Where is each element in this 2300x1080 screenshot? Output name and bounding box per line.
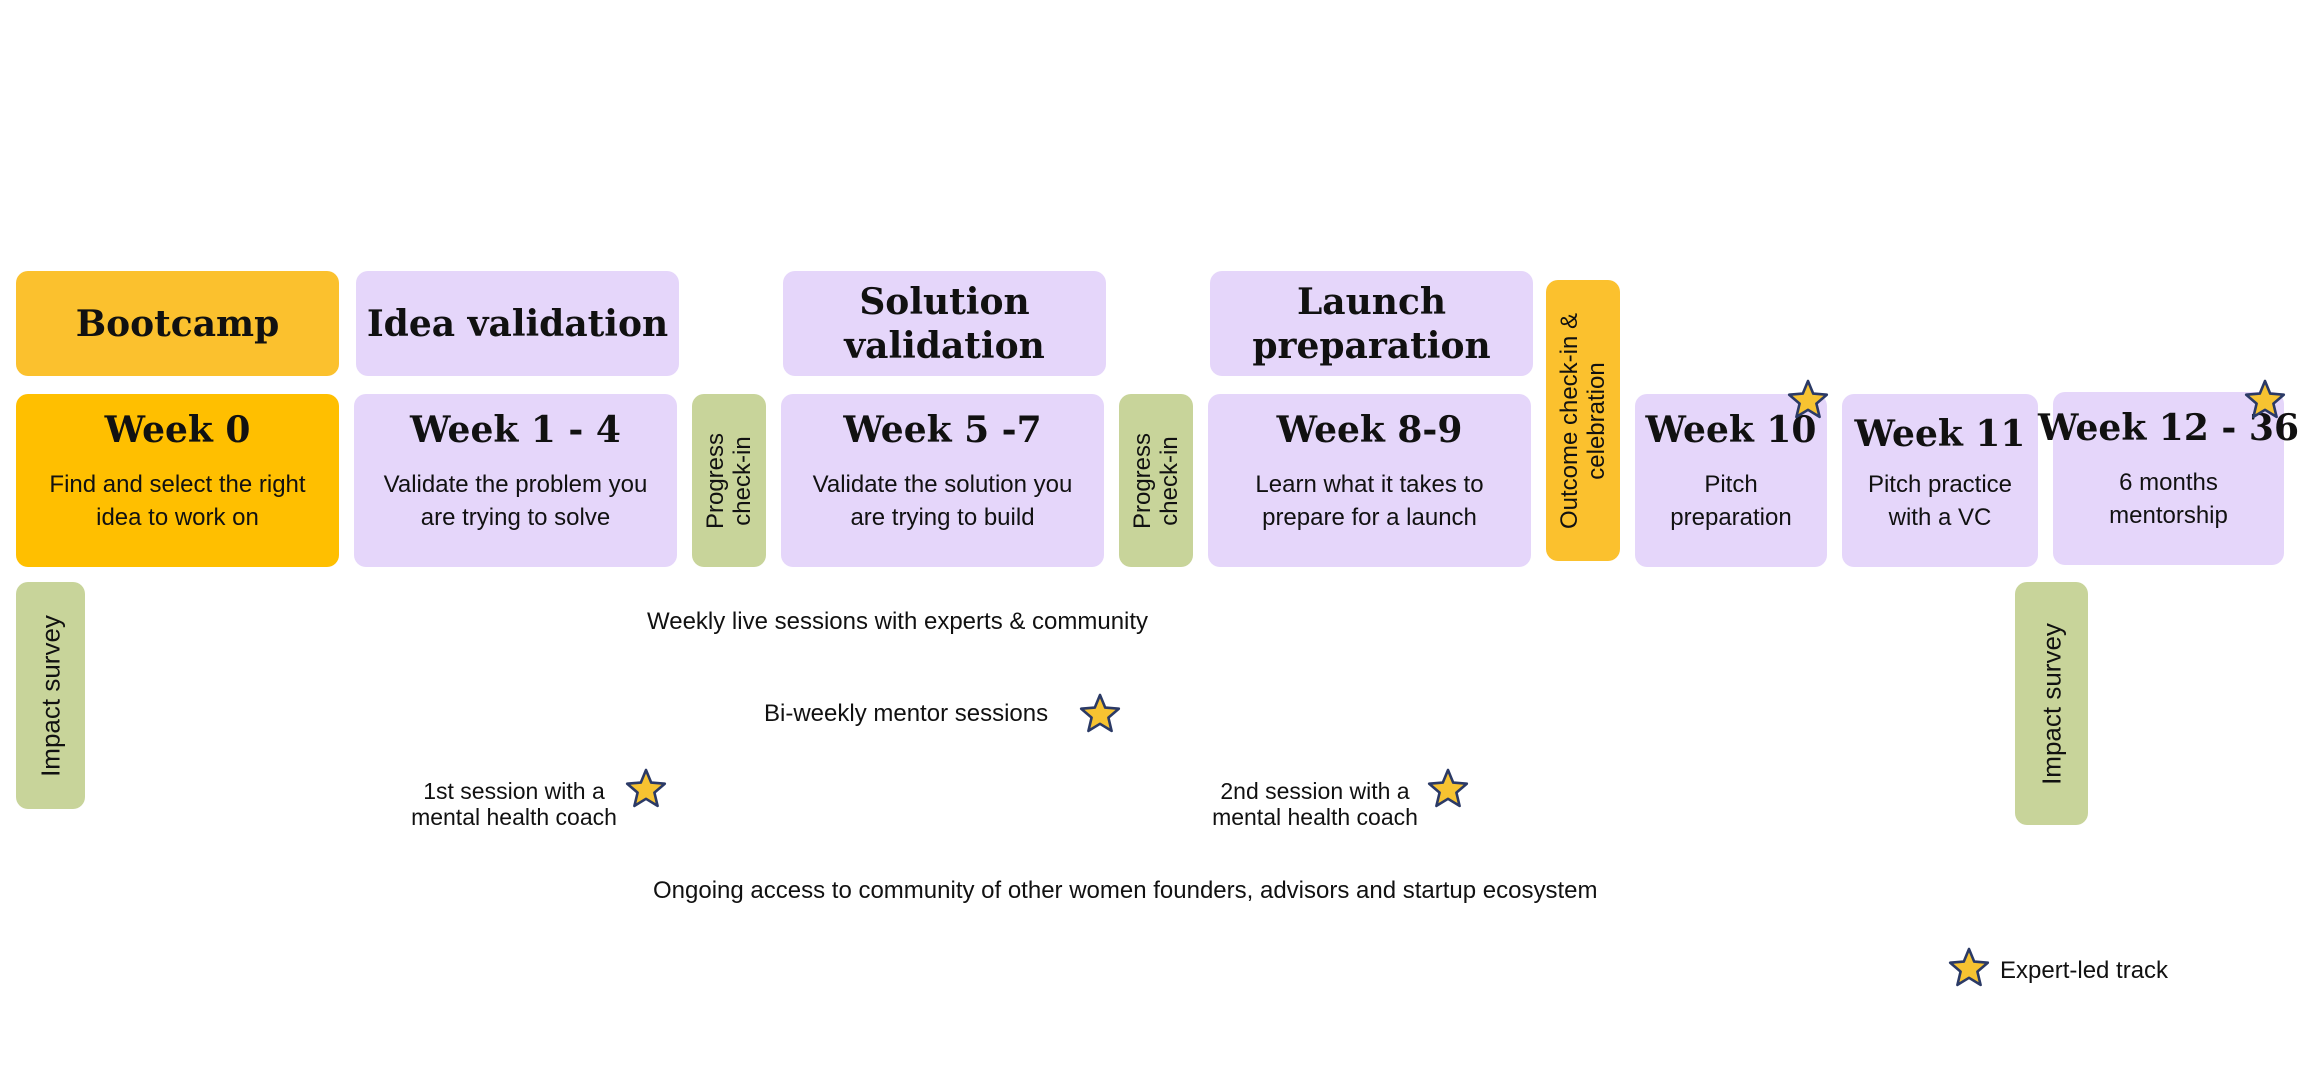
week-10-box: Week 10 Pitch preparation [1635,394,1827,567]
impact-survey-start-label: Impact survey [35,614,65,777]
phase-launch-preparation: Launch preparation [1210,271,1533,376]
week-title: Week 0 [104,409,251,451]
week-description: 6 months mentorship [2109,469,2228,529]
legend: Expert-led track [1948,947,2188,989]
star-icon [1787,379,1829,419]
coach-session-2-label: 2nd session with a mental health coach [1212,778,1418,830]
week-title: Week 10 [1645,409,1817,451]
phase-idea-validation: Idea validation [356,271,679,376]
star-icon [2244,379,2286,419]
week-title: Week 5 -7 [843,409,1042,451]
week-description: Find and select the right idea to work o… [49,471,306,531]
phase-outcome-checkin: Outcome check-in & celebration [1546,280,1620,561]
star-icon [1427,768,1469,808]
star-icon [625,768,667,808]
star-icon [1079,693,1121,733]
week-5-7-box: Week 5 -7 Validate the solution you are … [781,394,1104,567]
impact-survey-start: Impact survey [16,582,85,809]
impact-survey-end-label: Impact survey [2036,622,2066,785]
week-title: Week 1 - 4 [410,409,621,451]
biweekly-mentor-sessions-label: Bi-weekly mentor sessions [764,700,1049,727]
week-11-box: Week 11 Pitch practice with a VC [1842,394,2038,567]
week-8-9-box: Week 8-9 Learn what it takes to prepare … [1208,394,1531,567]
week-title: Week 11 [1854,413,2026,455]
week-title: Week 8-9 [1276,409,1463,451]
progress-checkin-2-label: Progress check-in [1129,432,1183,529]
star-icon [1948,947,1990,987]
week-description: Validate the problem you are trying to s… [383,471,648,531]
weekly-live-sessions-label: Weekly live sessions with experts & comm… [647,608,1149,635]
phase-bootcamp-title: Bootcamp [75,302,280,345]
progress-checkin-2: Progress check-in [1119,394,1193,567]
progress-checkin-1: Progress check-in [692,394,766,567]
phase-solution-validation-title: Solution validation [844,280,1045,367]
phase-idea-validation-title: Idea validation [366,302,669,345]
week-description: Validate the solution you are trying to … [812,471,1073,531]
week-description: Learn what it takes to prepare for a lau… [1255,471,1484,531]
impact-survey-end: Impact survey [2015,582,2088,825]
phase-solution-validation: Solution validation [783,271,1106,376]
phase-launch-preparation-title: Launch preparation [1252,280,1491,367]
ongoing-access-label: Ongoing access to community of other wom… [653,877,1598,904]
week-0-box: Week 0 Find and select the right idea to… [16,394,339,567]
legend-expert-led-label: Expert-led track [2000,957,2169,984]
week-1-4-box: Week 1 - 4 Validate the problem you are … [354,394,677,567]
phase-bootcamp: Bootcamp [16,271,339,376]
week-12-36-box: Week 12 - 36 6 months mentorship [2038,392,2299,565]
week-description: Pitch practice with a VC [1867,471,2013,531]
phase-outcome-checkin-label: Outcome check-in & celebration [1556,312,1610,529]
coach-session-1-label: 1st session with a mental health coach [411,778,617,830]
week-description: Pitch preparation [1670,471,1792,531]
progress-checkin-1-label: Progress check-in [702,432,756,529]
